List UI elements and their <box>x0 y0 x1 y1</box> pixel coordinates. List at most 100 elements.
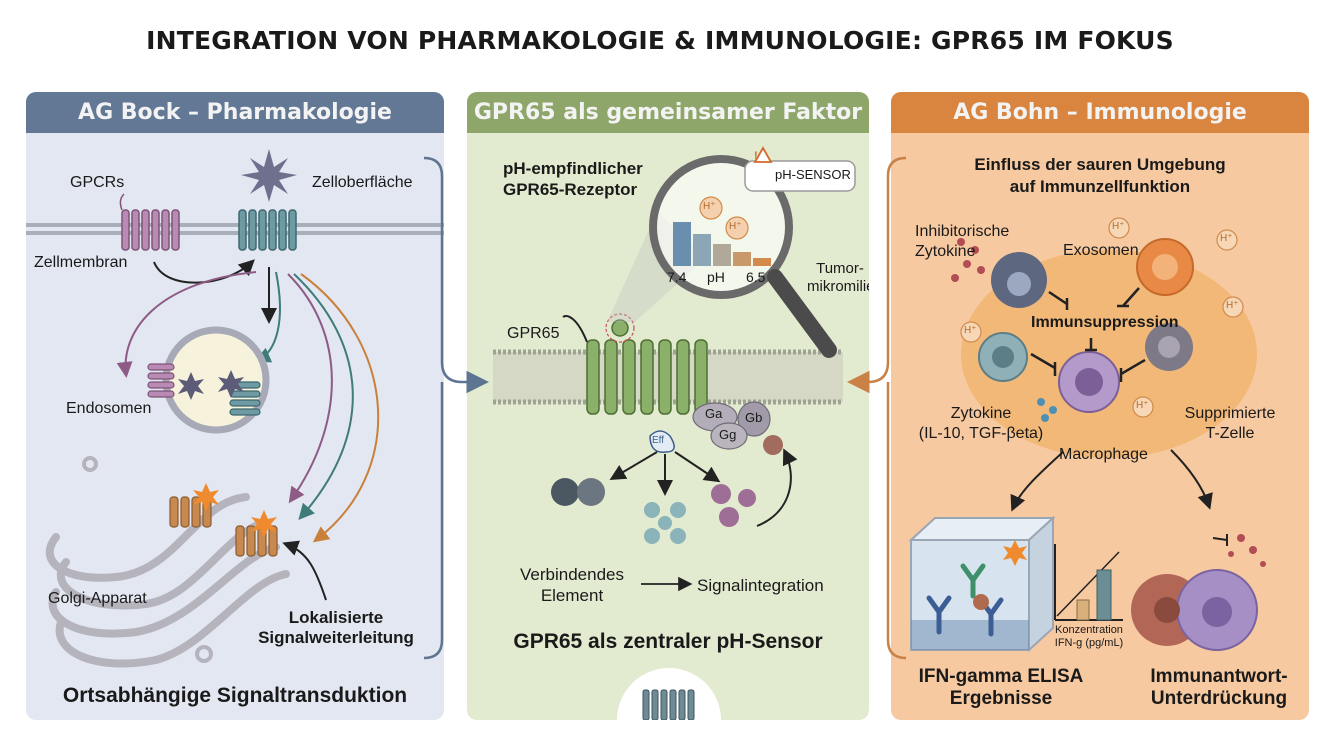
dendritic-cell-nucleus <box>1007 272 1031 296</box>
label-immune-suppression-response: Immunantwort- Unterdrückung <box>1131 666 1307 710</box>
footer-pharmacology: Ortsabhängige Signaltransduktion <box>62 684 408 707</box>
label-gpr65: GPR65 <box>507 325 560 342</box>
proton-label-d: H⁺ <box>1226 300 1239 311</box>
effector-blob <box>763 435 783 455</box>
label-inhib-line-1: Inhibitorische <box>915 223 1010 240</box>
label-g-beta: Gb <box>745 410 763 425</box>
label-connecting-line-1: Verbindendes <box>520 565 624 584</box>
label-acid-influence: Einfluss der sauren Umgebung auf Immunze… <box>931 154 1269 198</box>
label-signal-integration: Signalintegration <box>697 576 824 595</box>
footer-emblem <box>617 668 721 720</box>
label-tumor-microenvironment: Tumor- mikromilieu <box>807 260 869 296</box>
label-suppressed-t-cell: Supprimierte T-Zelle <box>1175 404 1285 444</box>
macrophage-nucleus <box>1075 368 1103 396</box>
label-elisa-line-2: Ergebnisse <box>949 688 1053 709</box>
label-cell-membrane: Zellmembran <box>34 254 128 271</box>
label-response-line-1: Immunantwort- <box>1150 666 1288 687</box>
label-effector: Eff <box>652 435 665 446</box>
ph-sensing-site <box>611 319 629 337</box>
arrow-to-endosome <box>116 271 257 378</box>
arrow-feedback <box>756 448 798 527</box>
label-elisa-line-1: IFN-gamma ELISA <box>918 666 1084 687</box>
label-elisa-results: IFN-gamma ELISA Ergebnisse <box>911 666 1091 710</box>
elisa-well-plate <box>908 515 1056 653</box>
elisa-antigen <box>973 594 989 610</box>
label-gpcrs: GPCRs <box>70 174 125 191</box>
ligand-star-small-icon-2 <box>218 370 244 398</box>
proton-label-1: H⁺ <box>703 201 716 212</box>
label-acid-line-1: Einfluss der sauren Umgebung <box>974 155 1226 174</box>
activation-burst-icon-2 <box>251 510 277 538</box>
arrow-localized-signal <box>282 540 327 601</box>
arrow-effector-right <box>674 451 721 483</box>
inhibitory-cytokine-dots <box>951 238 985 282</box>
label-localized-signaling: Lokalisierte Signalweiterleitung <box>236 608 436 648</box>
warning-mark: ! <box>754 150 758 162</box>
elisa-detection-antibody <box>960 563 986 599</box>
cell-membrane <box>26 223 444 235</box>
label-ph-high: 7.4 <box>667 269 687 285</box>
g-beta-subunit <box>737 401 771 437</box>
inhibition-marks <box>1030 287 1146 382</box>
proton-label-b: H⁺ <box>1220 233 1233 244</box>
released-fragments <box>1212 534 1266 567</box>
label-cytokines-line-1: Zytokine <box>950 405 1012 422</box>
proton-label-2: H⁺ <box>729 221 742 232</box>
second-messenger-tri <box>711 484 756 527</box>
label-g-gamma: Gg <box>719 427 737 442</box>
label-inhibitory-cytokines: Inhibitorische Zytokine <box>915 222 1009 262</box>
magnifier-handle <box>767 269 837 358</box>
label-localized-line-2: Signalweiterleitung <box>258 628 414 647</box>
label-ph-low: 6.5 <box>746 269 766 285</box>
elisa-signal-burst-icon <box>1003 540 1027 566</box>
proton-label-a: H⁺ <box>1112 221 1125 232</box>
footer-gpr65: GPR65 als zentraler pH-Sensor <box>513 630 823 653</box>
label-localized-line-1: Lokalisierte <box>288 608 384 627</box>
proton-label-c: H⁺ <box>964 325 977 336</box>
label-cytokines-line-2: (IL-10, TGF-βeta) <box>918 425 1044 442</box>
ph-sensing-site-ring <box>605 313 635 343</box>
label-conc-line-2: IFN-g (pg/mL) <box>1054 637 1124 649</box>
footer-receptor-icon <box>642 689 695 720</box>
label-macrophage: Macrophage <box>1059 446 1148 463</box>
warning-icon <box>753 146 773 163</box>
second-messenger-dimer <box>551 478 605 506</box>
label-connecting-element: Verbindendes Element <box>507 564 637 606</box>
pharmacology-illustration <box>26 149 444 668</box>
label-g-alpha: Ga <box>705 406 723 421</box>
label-conc-line-1: Konzentration <box>1055 624 1123 636</box>
endosome-receptor-purple <box>147 363 175 398</box>
gpcr-receptor-purple <box>119 193 180 251</box>
panel-gpr65: GPR65 als gemeinsamer Faktor <box>467 92 869 720</box>
effector-enzyme <box>649 430 675 453</box>
label-ph-receptor-line-2: GPR65-Rezeptor <box>503 180 638 199</box>
proton-icons <box>960 217 1244 418</box>
label-suppressed-line-1: Supprimierte <box>1184 405 1276 422</box>
label-response-line-2: Unterdrückung <box>1150 688 1288 709</box>
cytokine-dots <box>1037 398 1057 422</box>
arrow-to-golgi-purple <box>287 273 333 504</box>
label-tumor-line-1: Tumor- <box>816 260 864 277</box>
ph-gradient-bars <box>673 222 771 266</box>
second-messenger-x <box>644 502 686 544</box>
label-exosomes: Exosomen <box>1063 242 1139 259</box>
ligand-star-small-icon <box>178 372 204 400</box>
arrow-to-golgi-orange <box>300 273 380 543</box>
gpr65-receptor <box>562 315 728 441</box>
label-tumor-line-2: mikromilieu <box>807 278 869 295</box>
proton-label-e: H⁺ <box>1136 400 1149 411</box>
arrow-to-suppression <box>1170 449 1213 510</box>
immunology-illustration <box>908 217 1266 653</box>
ligand-star-icon <box>241 149 297 202</box>
label-ph: pH <box>707 269 725 285</box>
suppressed-cells-cluster <box>1131 569 1258 651</box>
label-suppressed-line-2: T-Zelle <box>1205 425 1255 442</box>
label-ph-receptor-line-1: pH-empfindlicher <box>503 159 643 178</box>
suppressed-t-cell-nucleus <box>1158 336 1180 358</box>
golgi-vesicle-2 <box>195 645 213 663</box>
arrow-to-elisa <box>1010 451 1064 512</box>
label-immunosuppression: Immunsuppression <box>1031 314 1179 331</box>
panel-pharmacology: AG Bock – Pharmakologie <box>26 92 444 720</box>
proton-icon <box>699 196 749 240</box>
concentration-chart <box>1054 544 1123 621</box>
